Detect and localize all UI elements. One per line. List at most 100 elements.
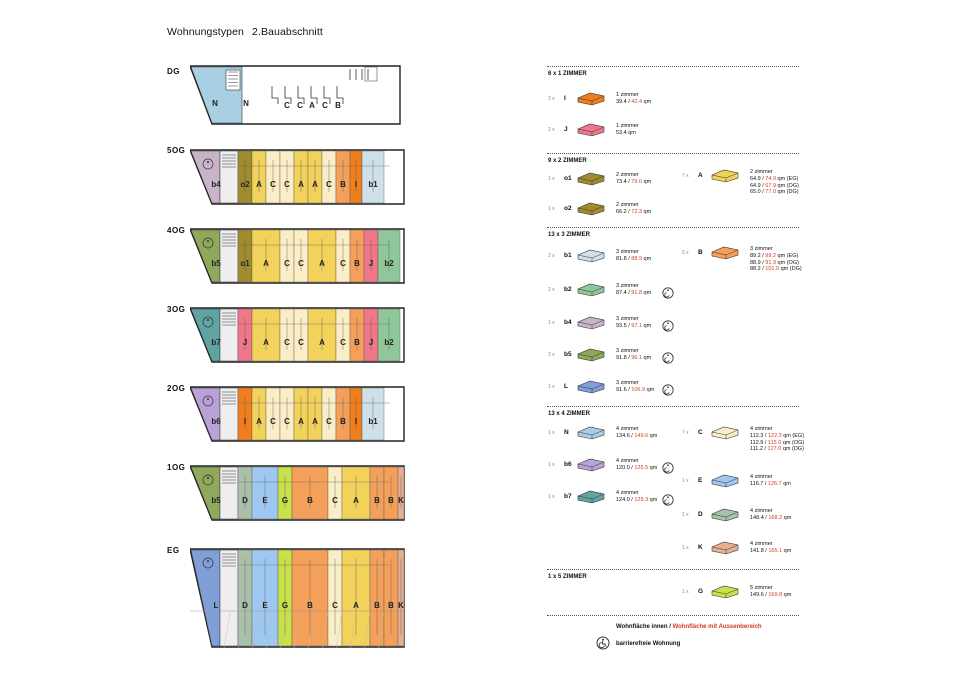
unit-code: I — [564, 95, 566, 102]
unit-label: B — [340, 417, 346, 426]
unit-label: B — [340, 180, 346, 189]
unit-count: 2 x — [548, 352, 555, 358]
unit-label: C — [284, 417, 290, 426]
area-outer-label: Wohnfläche mit Aussenbereich — [672, 624, 762, 630]
unit-label: A — [353, 496, 359, 505]
unit-label: E — [262, 496, 268, 505]
unit-label: C — [270, 180, 276, 189]
unit-label: K — [398, 601, 404, 610]
unit-count: 1 x — [548, 384, 555, 390]
unit-count: 1 x — [682, 589, 689, 595]
unit-count: 1 x — [548, 176, 555, 182]
unit-code: o2 — [564, 205, 572, 212]
wheelchair-icon — [662, 352, 674, 364]
unit-label: B — [354, 338, 360, 347]
unit-label: B — [354, 259, 360, 268]
unit-label: C — [326, 180, 332, 189]
title-sub: 2.Bauabschnitt — [252, 26, 323, 38]
unit-shape-C — [711, 426, 739, 440]
unit-label: A — [256, 180, 262, 189]
unit-label: D — [242, 496, 248, 505]
unit-code: b5 — [564, 351, 572, 358]
unit-label: A — [312, 180, 318, 189]
unit-label: B — [388, 601, 394, 610]
unit-shape-L — [577, 380, 605, 394]
unit-count: 2 x — [548, 96, 555, 102]
unit-label: b1 — [368, 180, 378, 189]
unit-code: D — [698, 511, 703, 518]
unit-label: A — [309, 101, 315, 110]
unit-label: G — [282, 601, 288, 610]
unit-label: C — [332, 601, 338, 610]
section-divider — [547, 406, 799, 407]
unit-label: D — [242, 601, 248, 610]
unit-label: A — [263, 259, 269, 268]
unit-shape-o1 — [577, 172, 605, 186]
area-key: Wohnfläche innen / Wohnfläche mit Aussen… — [616, 624, 762, 630]
unit-label: A — [312, 417, 318, 426]
unit-shape-b1 — [577, 249, 605, 263]
floor-label-2og: 2OG — [167, 384, 186, 393]
unit-shape-b5 — [577, 348, 605, 362]
unit-code: b7 — [564, 493, 572, 500]
unit-label: A — [298, 417, 304, 426]
unit-label: b5 — [211, 496, 221, 505]
unit-label: b5 — [211, 259, 221, 268]
unit-shape-I — [577, 92, 605, 106]
unit-count: 1 x — [682, 512, 689, 518]
unit-label: C — [284, 259, 290, 268]
unit-label: I — [355, 180, 357, 189]
unit-count: 2 x — [548, 287, 555, 293]
section-divider — [547, 615, 799, 616]
wheelchair-icon — [662, 287, 674, 299]
unit-shape-G — [711, 585, 739, 599]
unit-shape-b4 — [577, 316, 605, 330]
unit-count: 1 x — [548, 206, 555, 212]
unit-label: B — [374, 601, 380, 610]
unit-shape-N — [577, 426, 605, 440]
unit-label: A — [353, 601, 359, 610]
unit-label: I — [244, 417, 246, 426]
unit-label: J — [369, 259, 373, 268]
wheelchair-icon — [662, 320, 674, 332]
unit-label: b4 — [211, 180, 221, 189]
unit-count: 7 x — [682, 430, 689, 436]
unit-label: N — [243, 99, 249, 108]
unit-label: A — [256, 417, 262, 426]
unit-label: B — [307, 601, 313, 610]
unit-code: b1 — [564, 252, 572, 259]
wheelchair-icon — [596, 636, 610, 655]
unit-shape-J — [577, 123, 605, 137]
unit-code: L — [564, 383, 568, 390]
unit-label: B — [307, 496, 313, 505]
unit-shape-o2 — [577, 202, 605, 216]
section-divider — [547, 227, 799, 228]
unit-shape-E — [711, 474, 739, 488]
unit-code: b6 — [564, 461, 572, 468]
unit-label: b2 — [384, 259, 394, 268]
unit-label: G — [282, 496, 288, 505]
unit-label: o1 — [240, 259, 250, 268]
unit-label: C — [340, 259, 346, 268]
unit-label: C — [340, 338, 346, 347]
unit-count: 2 x — [548, 127, 555, 133]
unit-shape-K — [711, 541, 739, 555]
unit-label: o2 — [240, 180, 250, 189]
unit-count: 1 x — [682, 478, 689, 484]
wheelchair-icon — [662, 462, 674, 474]
